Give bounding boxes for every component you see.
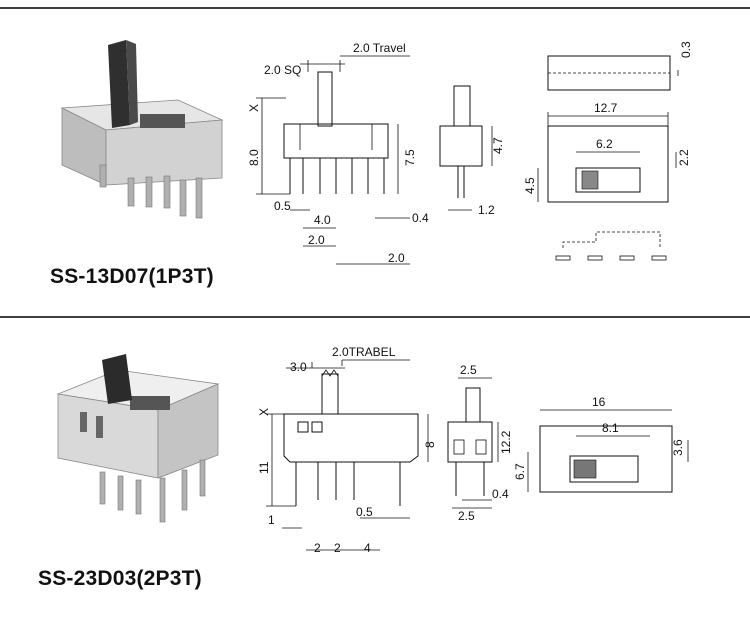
ss13d07-side-view xyxy=(439,85,493,211)
dim-slot: 8.1 xyxy=(602,421,619,435)
dim-x: X xyxy=(257,408,271,416)
dim-side-height: 8 xyxy=(423,441,437,448)
dim-slot-height: 2.2 xyxy=(677,149,691,166)
dim-pitch-1: 4.0 xyxy=(314,213,331,227)
dim-trabel: 2.0TRABEL xyxy=(332,345,396,359)
dim-travel: 2.0 Travel xyxy=(353,41,406,55)
dim-height: 8.0 xyxy=(247,149,261,166)
dim-pitch-3: 2.0 xyxy=(388,251,405,265)
dim-slot-height: 3.6 xyxy=(671,439,685,456)
dim-pin-width: 0.5 xyxy=(356,505,373,519)
dim-pin-thickness: 1 xyxy=(268,513,275,527)
dim-side-thickness: 0.4 xyxy=(492,487,509,501)
dim-side-thickness: 0.4 xyxy=(412,211,429,225)
dim-side-height: 7.5 xyxy=(403,149,417,166)
dim-a: 3.0 xyxy=(290,360,307,374)
dim-side-bottom: 2.5 xyxy=(458,509,475,523)
dim-width: 4.5 xyxy=(523,177,537,194)
ss23d03-side-view xyxy=(447,377,499,509)
dim-length: 12.7 xyxy=(594,101,618,115)
dim-slot: 6.2 xyxy=(596,137,613,151)
ss13d07-top-view xyxy=(537,55,679,261)
dim-x: X xyxy=(247,104,261,112)
dim-pitch-2: 2 xyxy=(334,541,341,555)
ss23d03-title: SS-23D03(2P3T) xyxy=(38,567,202,590)
ss23d03-dimension-labels: 3.0 2.0TRABEL X 11 8 1 0.5 2 2 4 2.5 12.… xyxy=(257,345,685,555)
dim-length: 16 xyxy=(592,395,606,409)
ss23d03-top-view xyxy=(527,409,689,493)
ss13d07-dimension-labels: 2.0 SQ 2.0 Travel X 8.0 0.5 4.0 2.0 2.0 … xyxy=(247,41,693,265)
dim-width: 6.7 xyxy=(513,463,527,480)
dim-side-top: 4.7 xyxy=(491,137,505,154)
ss13d07-title: SS-13D07(1P3T) xyxy=(50,265,214,288)
ss13d07-product-illustration xyxy=(60,40,224,219)
dim-side-width: 1.2 xyxy=(478,203,495,217)
ss23d03-front-view xyxy=(266,359,429,551)
dim-height: 11 xyxy=(257,461,271,474)
ss13d07-front-view xyxy=(256,55,410,265)
dim-top-thickness: 0.3 xyxy=(679,41,693,58)
dim-side-top: 2.5 xyxy=(460,363,477,377)
dim-pitch-3: 4 xyxy=(364,541,371,555)
dim-sq: 2.0 SQ xyxy=(264,63,301,77)
dim-side-body-height: 12.2 xyxy=(499,430,513,454)
dim-pin-width: 0.5 xyxy=(274,199,291,213)
ss23d03-product-illustration xyxy=(56,354,220,523)
dim-pitch-1: 2 xyxy=(314,541,321,555)
dim-pitch-2: 2.0 xyxy=(308,233,325,247)
